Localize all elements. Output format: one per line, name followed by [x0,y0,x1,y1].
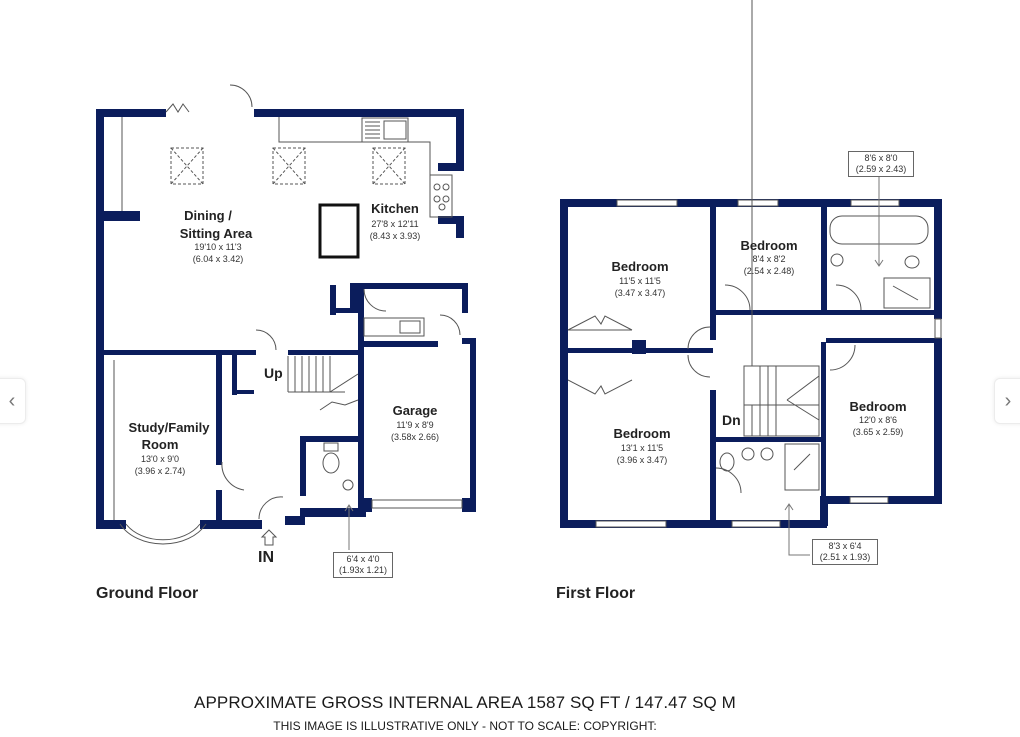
bathroom-dims-metric: (2.59 x 2.43) [855,164,907,174]
entrance-label: IN [258,549,274,566]
entrance-arrow-icon [260,529,278,546]
ground-floor-walls [96,109,476,529]
chevron-right-icon: › [1004,389,1012,412]
ensuite-dimensions-callout: 8'3 x 6'4 (2.51 x 1.93) [812,539,878,565]
stairs-up-label: Up [264,365,283,381]
ensuite-dims-imperial: 8'3 x 6'4 [828,541,862,551]
room-dims-kitchen: 27'8 x 12'11 [371,219,418,229]
room-name-kitchen: Kitchen [371,201,419,216]
room-dims-bedroom-1: 11'5 x 11'5 [619,276,661,286]
room-name-bedroom-2: Bedroom [740,238,797,253]
room-dims-dining-metric: (6.04 x 3.42) [193,254,244,264]
room-name-garage: Garage [393,403,438,418]
room-dims-bedroom-2-metric: (2.54 x 2.48) [744,266,795,276]
wc-callout-arrow-icon [344,504,354,512]
room-dims-bedroom-4: 12'0 x 8'6 [859,415,897,425]
ensuite-callout-line [788,504,810,556]
room-name-bedroom-3: Bedroom [613,426,670,441]
previous-image-button[interactable]: ‹ [0,378,26,424]
ensuite-callout-arrow-icon [784,503,794,511]
copyright-disclaimer: THIS IMAGE IS ILLUSTRATIVE ONLY - NOT TO… [273,719,657,733]
first-floor-plan: Bedroom 11'5 x 11'5 (3.47 x 3.47) Bedroo… [560,0,942,556]
kitchen-island [318,203,360,259]
room-name-dining-2: Sitting Area [180,226,253,241]
ground-floor-label: Ground Floor [96,585,199,602]
room-dims-study-metric: (3.96 x 2.74) [135,466,186,476]
wc-dimensions-callout: 6'4 x 4'0 (1.93x 1.21) [333,552,393,578]
room-name-bedroom-1: Bedroom [611,259,668,274]
first-floor-fixtures [567,0,942,528]
first-floor-label: First Floor [556,585,636,602]
room-name-study-2: Room [142,437,179,452]
room-dims-garage: 11'9 x 8'9 [396,420,433,430]
wc-dims-imperial: 6'4 x 4'0 [346,554,380,564]
room-dims-bedroom-2: 8'4 x 8'2 [753,254,786,264]
room-dims-bedroom-3: 13'1 x 11'5 [621,443,663,453]
room-name-study: Study/Family [129,420,211,435]
chevron-left-icon: ‹ [8,389,16,412]
stairs-down-label: Dn [722,412,741,428]
room-dims-bedroom-4-metric: (3.65 x 2.59) [853,427,904,437]
gross-internal-area: APPROXIMATE GROSS INTERNAL AREA 1587 SQ … [194,693,736,712]
room-dims-garage-metric: (3.58x 2.66) [391,432,439,442]
room-name-bedroom-4: Bedroom [849,399,906,414]
bathroom-dimensions-callout: 8'6 x 8'0 (2.59 x 2.43) [848,151,914,177]
ground-floor-fixtures [113,84,463,545]
room-dims-kitchen-metric: (8.43 x 3.93) [370,231,421,241]
bathroom-callout-arrow-icon [874,259,884,267]
wc-dims-metric: (1.93x 1.21) [338,565,388,575]
room-dims-dining: 19'10 x 11'3 [194,242,241,252]
ensuite-dims-metric: (2.51 x 1.93) [819,552,871,562]
room-dims-bedroom-3-metric: (3.96 x 3.47) [617,455,668,465]
ground-floor-plan: Dining / Sitting Area 19'10 x 11'3 (6.04… [96,84,476,566]
bathroom-dims-imperial: 8'6 x 8'0 [864,153,898,163]
room-name-dining: Dining / [184,208,232,223]
next-image-button[interactable]: › [994,378,1020,424]
room-dims-bedroom-1-metric: (3.47 x 3.47) [615,288,666,298]
room-dims-study: 13'0 x 9'0 [141,454,179,464]
